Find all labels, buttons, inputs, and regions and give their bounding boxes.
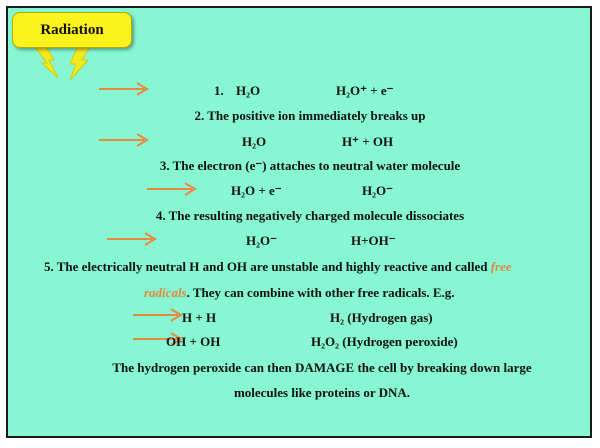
radicals-text: radicals xyxy=(144,285,187,300)
arrow-icon xyxy=(99,82,149,96)
step-5-text-a: 5. The electrically neutral H and OH are… xyxy=(44,259,491,274)
step-4-products: H+OH⁻ xyxy=(351,233,396,248)
example-2-reactants: OH + OH xyxy=(166,334,221,349)
arrow-icon xyxy=(107,232,157,246)
example-2-product: H₂O₂ (Hydrogen peroxide) xyxy=(311,334,458,349)
arrow-icon xyxy=(147,182,197,196)
radiation-title-badge: Radiation xyxy=(12,12,132,48)
step-3-reactants: H₂O + e⁻ xyxy=(231,183,282,198)
slide-frame xyxy=(6,6,592,438)
lightning-bolt-icon xyxy=(33,46,91,81)
step-5-text-cont: radicals. They can combine with other fr… xyxy=(144,285,455,301)
step-2-text: 2. The positive ion immediately breaks u… xyxy=(194,108,426,123)
arrow-icon xyxy=(133,308,183,322)
step-3-product: H₂O⁻ xyxy=(362,183,393,198)
page-title: Radiation xyxy=(40,21,104,38)
step-1-number: 1. xyxy=(214,83,224,98)
step-4-text: 4. The resulting negatively charged mole… xyxy=(155,208,465,223)
step-1-reactant: H₂O xyxy=(236,83,261,98)
step-3-text: 3. The electron (e⁻) attaches to neutral… xyxy=(159,158,461,173)
step-1-products: H₂O⁺ + e⁻ xyxy=(336,83,394,98)
step-4-reactant: H₂O⁻ xyxy=(246,233,277,248)
step-2-reactant: H₂O xyxy=(242,134,267,149)
free-text: free xyxy=(490,259,512,274)
conclusion-line-1: The hydrogen peroxide can then DAMAGE th… xyxy=(112,360,532,375)
example-1-reactants: H + H xyxy=(182,310,217,325)
step-2-products: H⁺ + OH xyxy=(342,134,394,149)
arrow-icon xyxy=(133,332,183,346)
step-5-text: 5. The electrically neutral H and OH are… xyxy=(44,259,512,275)
step-5-text-b: . They can combine with other free radic… xyxy=(186,285,455,300)
arrow-icon xyxy=(99,133,149,147)
example-1-product: H₂ (Hydrogen gas) xyxy=(330,310,433,325)
conclusion-line-2: molecules like proteins or DNA. xyxy=(233,385,411,400)
